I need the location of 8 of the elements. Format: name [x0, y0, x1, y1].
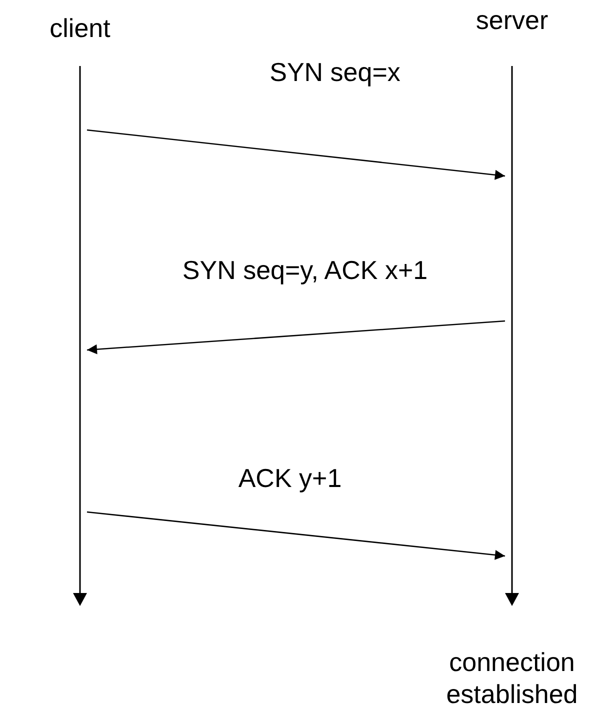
participant-label: server	[474, 4, 550, 36]
message-arrow	[86, 320, 506, 354]
message-arrow	[86, 129, 506, 180]
lifeline-arrow	[73, 66, 87, 606]
message-arrow	[86, 511, 506, 560]
lifeline-arrow	[505, 66, 519, 606]
participant-label: client	[48, 12, 112, 44]
participant-label: connection established	[445, 646, 579, 710]
